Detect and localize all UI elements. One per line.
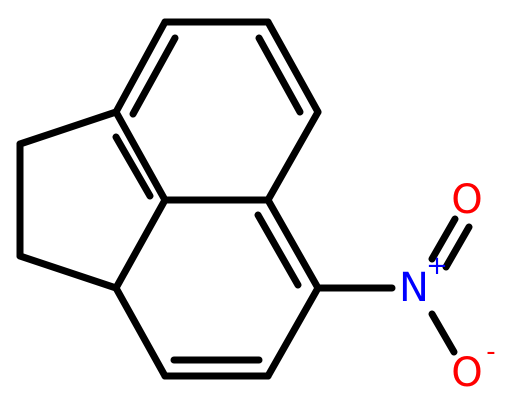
bond-n-o-top-a [428,215,459,263]
bond-c1-c6 [112,18,169,116]
bond-c4-c5 [112,196,169,292]
bond-c7-c8 [264,18,322,116]
bond-c7-c8-inner [255,34,304,116]
bond-c5-c1-inner [112,133,154,200]
bond-c8-c9 [264,108,322,204]
bond-c1-c6-inner [129,34,179,118]
oxygen-top-label: O [451,177,482,223]
nitrogen-charge: + [426,251,448,281]
bond-n-o-top-b [442,223,473,271]
nitrogen-label: N [399,265,429,311]
bond-c5-c1 [112,108,169,204]
bond-c3-c4 [16,252,120,292]
oxygen-bottom-label: O [451,350,482,396]
bond-c9-c10 [264,196,322,292]
bond-n-o-bottom [428,310,458,356]
bond-c1-c2 [16,108,120,148]
bond-c10-c11 [264,284,322,380]
bond-c9-c10-inner [254,211,302,289]
oxygen-bottom-charge: - [486,337,495,367]
bond-c12-c4 [112,284,169,380]
